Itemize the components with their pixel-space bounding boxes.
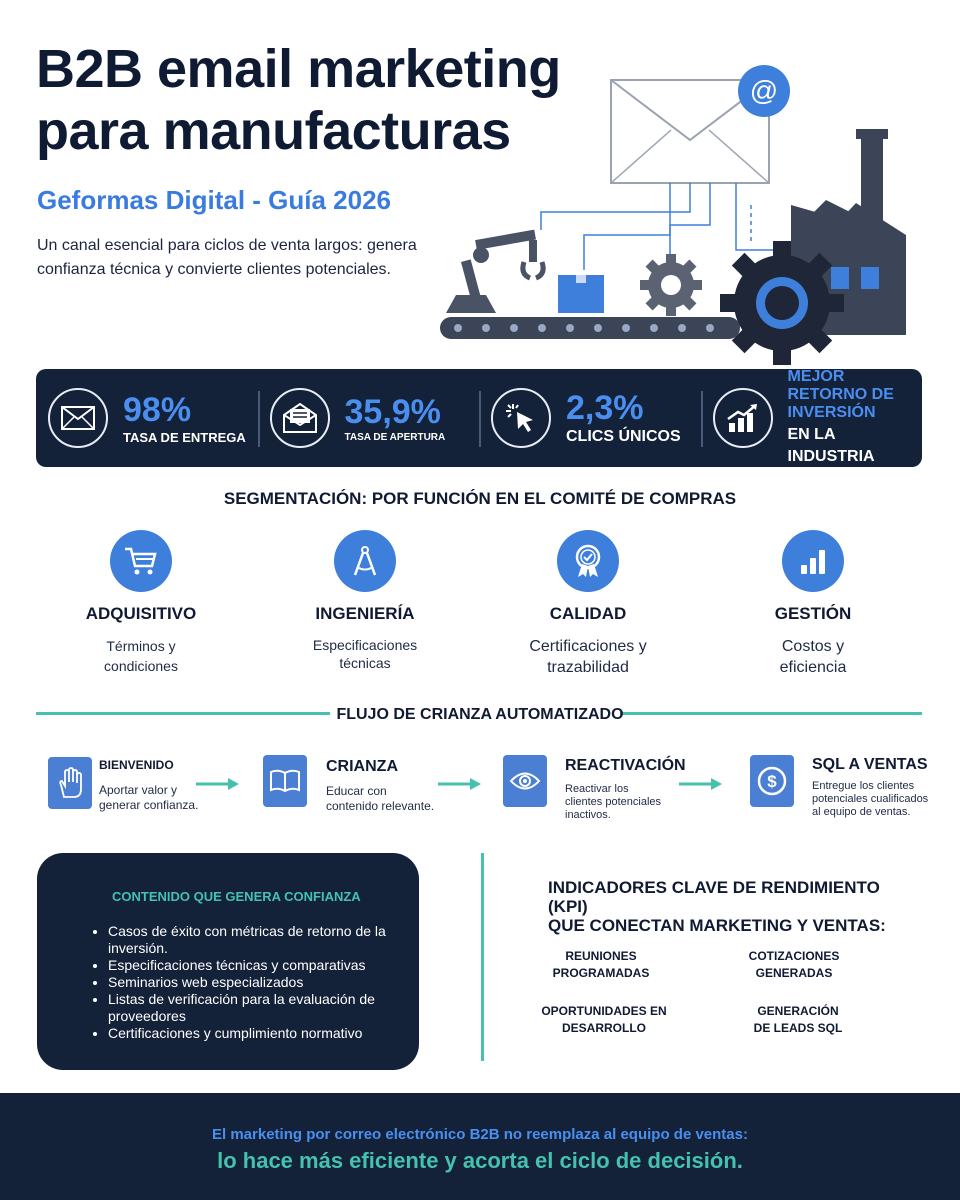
cart-icon [110, 530, 172, 592]
svg-text:@: @ [750, 75, 778, 106]
open-envelope-icon [269, 388, 330, 448]
list-item: Casos de éxito con métricas de retorno d… [108, 923, 390, 957]
footer-banner [0, 1093, 960, 1200]
footer-line-1: El marketing por correo electrónico B2B … [212, 1126, 748, 1143]
stat-value: 35,9% [344, 392, 441, 431]
step-title: REACTIVACIÓN [565, 757, 686, 774]
stat-value: 98% [123, 390, 192, 429]
list-item: Especificaciones técnicas y comparativas [108, 957, 390, 974]
stat-best-roi: MEJOR RETORNO DE INVERSIÓN EN LA INDUSTR… [700, 368, 923, 465]
title-line-1: B2B email marketing [36, 39, 561, 99]
segment-procurement: ADQUISITIVO Términos y condiciones [31, 530, 251, 676]
intro-text: Un canal esencial para ciclos de venta l… [37, 237, 417, 278]
segment-name: ADQUISITIVO [85, 604, 197, 623]
award-badge-icon [557, 530, 619, 592]
conveyor-belt [440, 317, 740, 339]
segment-desc: Especificaciones técnicas [312, 637, 418, 671]
list-item: Listas de verificación para la evaluació… [108, 991, 390, 1025]
page-title: B2B email marketing para manufacturas [36, 38, 596, 162]
title-line-2: para manufacturas [36, 101, 511, 161]
kpi-item: REUNIONES PROGRAMADAS [526, 948, 676, 982]
robot-arm [446, 229, 546, 313]
trust-content-title: CONTENIDO QUE GENERA CONFIANZA [112, 889, 361, 904]
arrow-right-icon [438, 778, 481, 790]
hand-icon [48, 757, 92, 809]
kpi-item: GENERACIÓN DE LEADS SQL [723, 1003, 873, 1037]
list-item: Certificaciones y cumplimiento normativo [108, 1025, 390, 1042]
stats-bar: 98% TASA DE ENTREGA 35,9% TASA DE APERTU… [36, 368, 923, 467]
at-sign-badge [738, 65, 790, 117]
large-gear [720, 241, 844, 365]
step-title: SQL A VENTAS [812, 756, 928, 773]
stat-label: TASA DE APERTURA [344, 431, 446, 443]
segmentation-title: SEGMENTACIÓN: POR FUNCIÓN EN EL COMITÉ D… [223, 489, 737, 508]
kpi-line-1: GENERACIÓN [757, 1004, 839, 1018]
arrow-right-icon [679, 778, 722, 790]
step-desc: Aportar valor y generar confianza. [99, 783, 199, 812]
kpi-line-2: DESARROLLO [562, 1021, 646, 1035]
flow-title: FLUJO DE CRIANZA AUTOMATIZADO [336, 706, 624, 723]
segment-desc: Certificaciones y trazabilidad [529, 638, 647, 676]
bar-chart-icon [782, 530, 844, 592]
eye-icon [503, 755, 547, 807]
stat-label: CLICS ÚNICOS [566, 428, 681, 445]
stat-value: 2,3% [566, 389, 644, 427]
stat-open-rate: 35,9% TASA DE APERTURA [257, 383, 480, 453]
flow-divider-right [620, 712, 922, 715]
book-icon [263, 755, 307, 807]
trust-content-box [37, 853, 419, 1070]
kpi-line-1: REUNIONES [565, 949, 637, 963]
step-title: BIENVENIDO [99, 758, 174, 772]
envelope-icon [48, 388, 108, 448]
kpi-title-line-1: INDICADORES CLAVE DE RENDIMIENTO (KPI) [548, 878, 880, 916]
arrow-right-icon [196, 778, 239, 790]
stat-unique-clicks: 2,3% CLICS ÚNICOS [479, 383, 701, 453]
flow-divider-left [36, 712, 330, 715]
compass-icon [334, 530, 396, 592]
dollar-coin-icon: $ [750, 755, 794, 807]
segment-engineering: INGENIERÍA Especificaciones técnicas [255, 530, 475, 672]
stat-delivery-rate: 98% TASA DE ENTREGA [36, 383, 258, 453]
small-gear [640, 254, 702, 316]
segment-name: GESTIÓN [774, 604, 852, 623]
section-divider [481, 853, 484, 1061]
kpi-item: OPORTUNIDADES EN DESARROLLO [529, 1003, 679, 1037]
kpi-line-2: DE LEADS SQL [753, 1021, 843, 1035]
segment-name: CALIDAD [549, 604, 627, 623]
trust-content-list: Casos de éxito con métricas de retorno d… [90, 923, 390, 1042]
segment-name: INGENIERÍA [315, 604, 415, 623]
stat-title-white: EN LA INDUSTRIA [787, 426, 875, 465]
stat-title-blue: MEJOR RETORNO DE INVERSIÓN [787, 368, 894, 421]
step-desc: Reactivar los clientes potenciales inact… [565, 783, 662, 821]
svg-text:$: $ [767, 772, 777, 791]
step-desc: Entregue los clientes potenciales cualif… [812, 780, 929, 818]
step-title: CRIANZA [326, 758, 398, 775]
growth-chart-icon [712, 388, 773, 448]
footer-line-2: lo hace más eficiente y acorta el ciclo … [217, 1148, 743, 1173]
subtitle: Geformas Digital - Guía 2026 [37, 185, 392, 215]
stat-label: TASA DE ENTREGA [123, 429, 246, 445]
segment-desc: Costos y eficiencia [779, 638, 847, 676]
segment-desc: Términos y condiciones [104, 638, 178, 674]
kpi-title-line-2: QUE CONECTAN MARKETING Y VENTAS: [548, 916, 886, 935]
kpi-line-1: COTIZACIONES [748, 949, 840, 963]
factory-building [791, 129, 906, 335]
segment-management: GESTIÓN Costos y eficiencia [703, 530, 923, 678]
kpi-line-1: OPORTUNIDADES EN [541, 1004, 667, 1018]
kpi-title: INDICADORES CLAVE DE RENDIMIENTO (KPI) Q… [548, 878, 908, 935]
kpi-line-2: PROGRAMADAS [552, 966, 650, 980]
kpi-line-2: GENERADAS [755, 966, 833, 980]
step-desc: Educar con contenido relevante. [326, 784, 435, 813]
cursor-click-icon [491, 388, 551, 448]
segment-quality: CALIDAD Certificaciones y trazabilidad [478, 530, 698, 678]
kpi-item: COTIZACIONES GENERADAS [719, 948, 869, 982]
factory-email-illustration: @ [440, 65, 906, 365]
list-item: Seminarios web especializados [108, 974, 390, 991]
